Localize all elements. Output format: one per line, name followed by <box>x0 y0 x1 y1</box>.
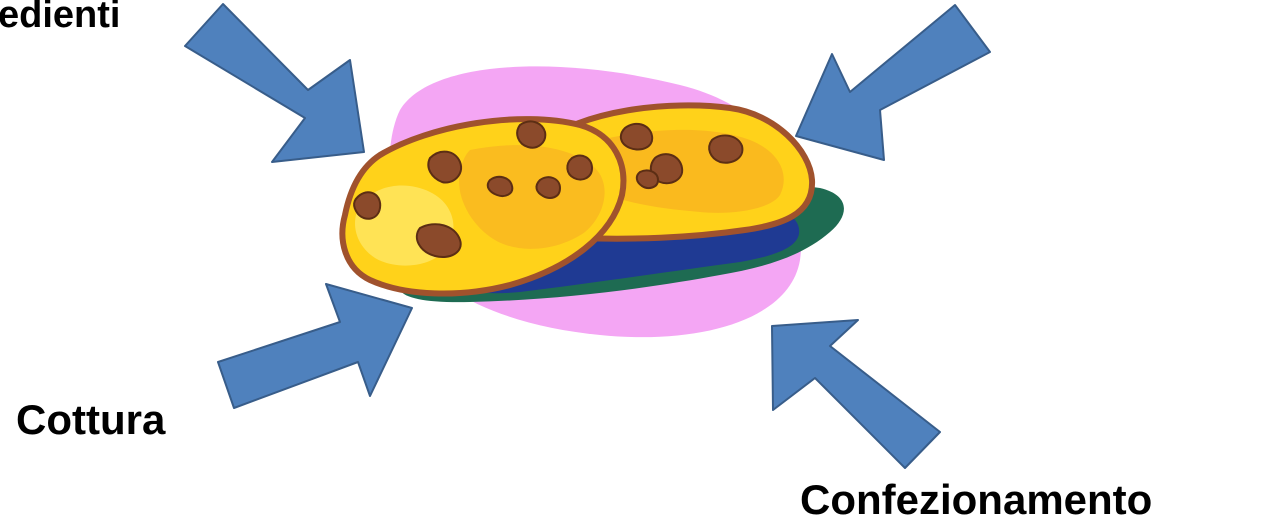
label-ingredienti: edienti <box>0 0 120 34</box>
chip <box>354 192 380 219</box>
arrow-top-right <box>796 5 990 160</box>
cookies-illustration <box>342 66 844 337</box>
chip <box>621 124 652 150</box>
arrow-confezionamento <box>772 320 940 468</box>
chip <box>709 135 742 162</box>
arrow-ingredienti <box>185 4 364 162</box>
label-cottura: Cottura <box>16 399 165 441</box>
chip <box>517 121 545 147</box>
chip <box>536 177 560 198</box>
label-confezionamento: Confezionamento <box>800 479 1152 521</box>
chip <box>637 170 658 188</box>
arrow-cottura <box>218 284 412 408</box>
chip <box>488 177 512 196</box>
chip <box>567 156 592 180</box>
